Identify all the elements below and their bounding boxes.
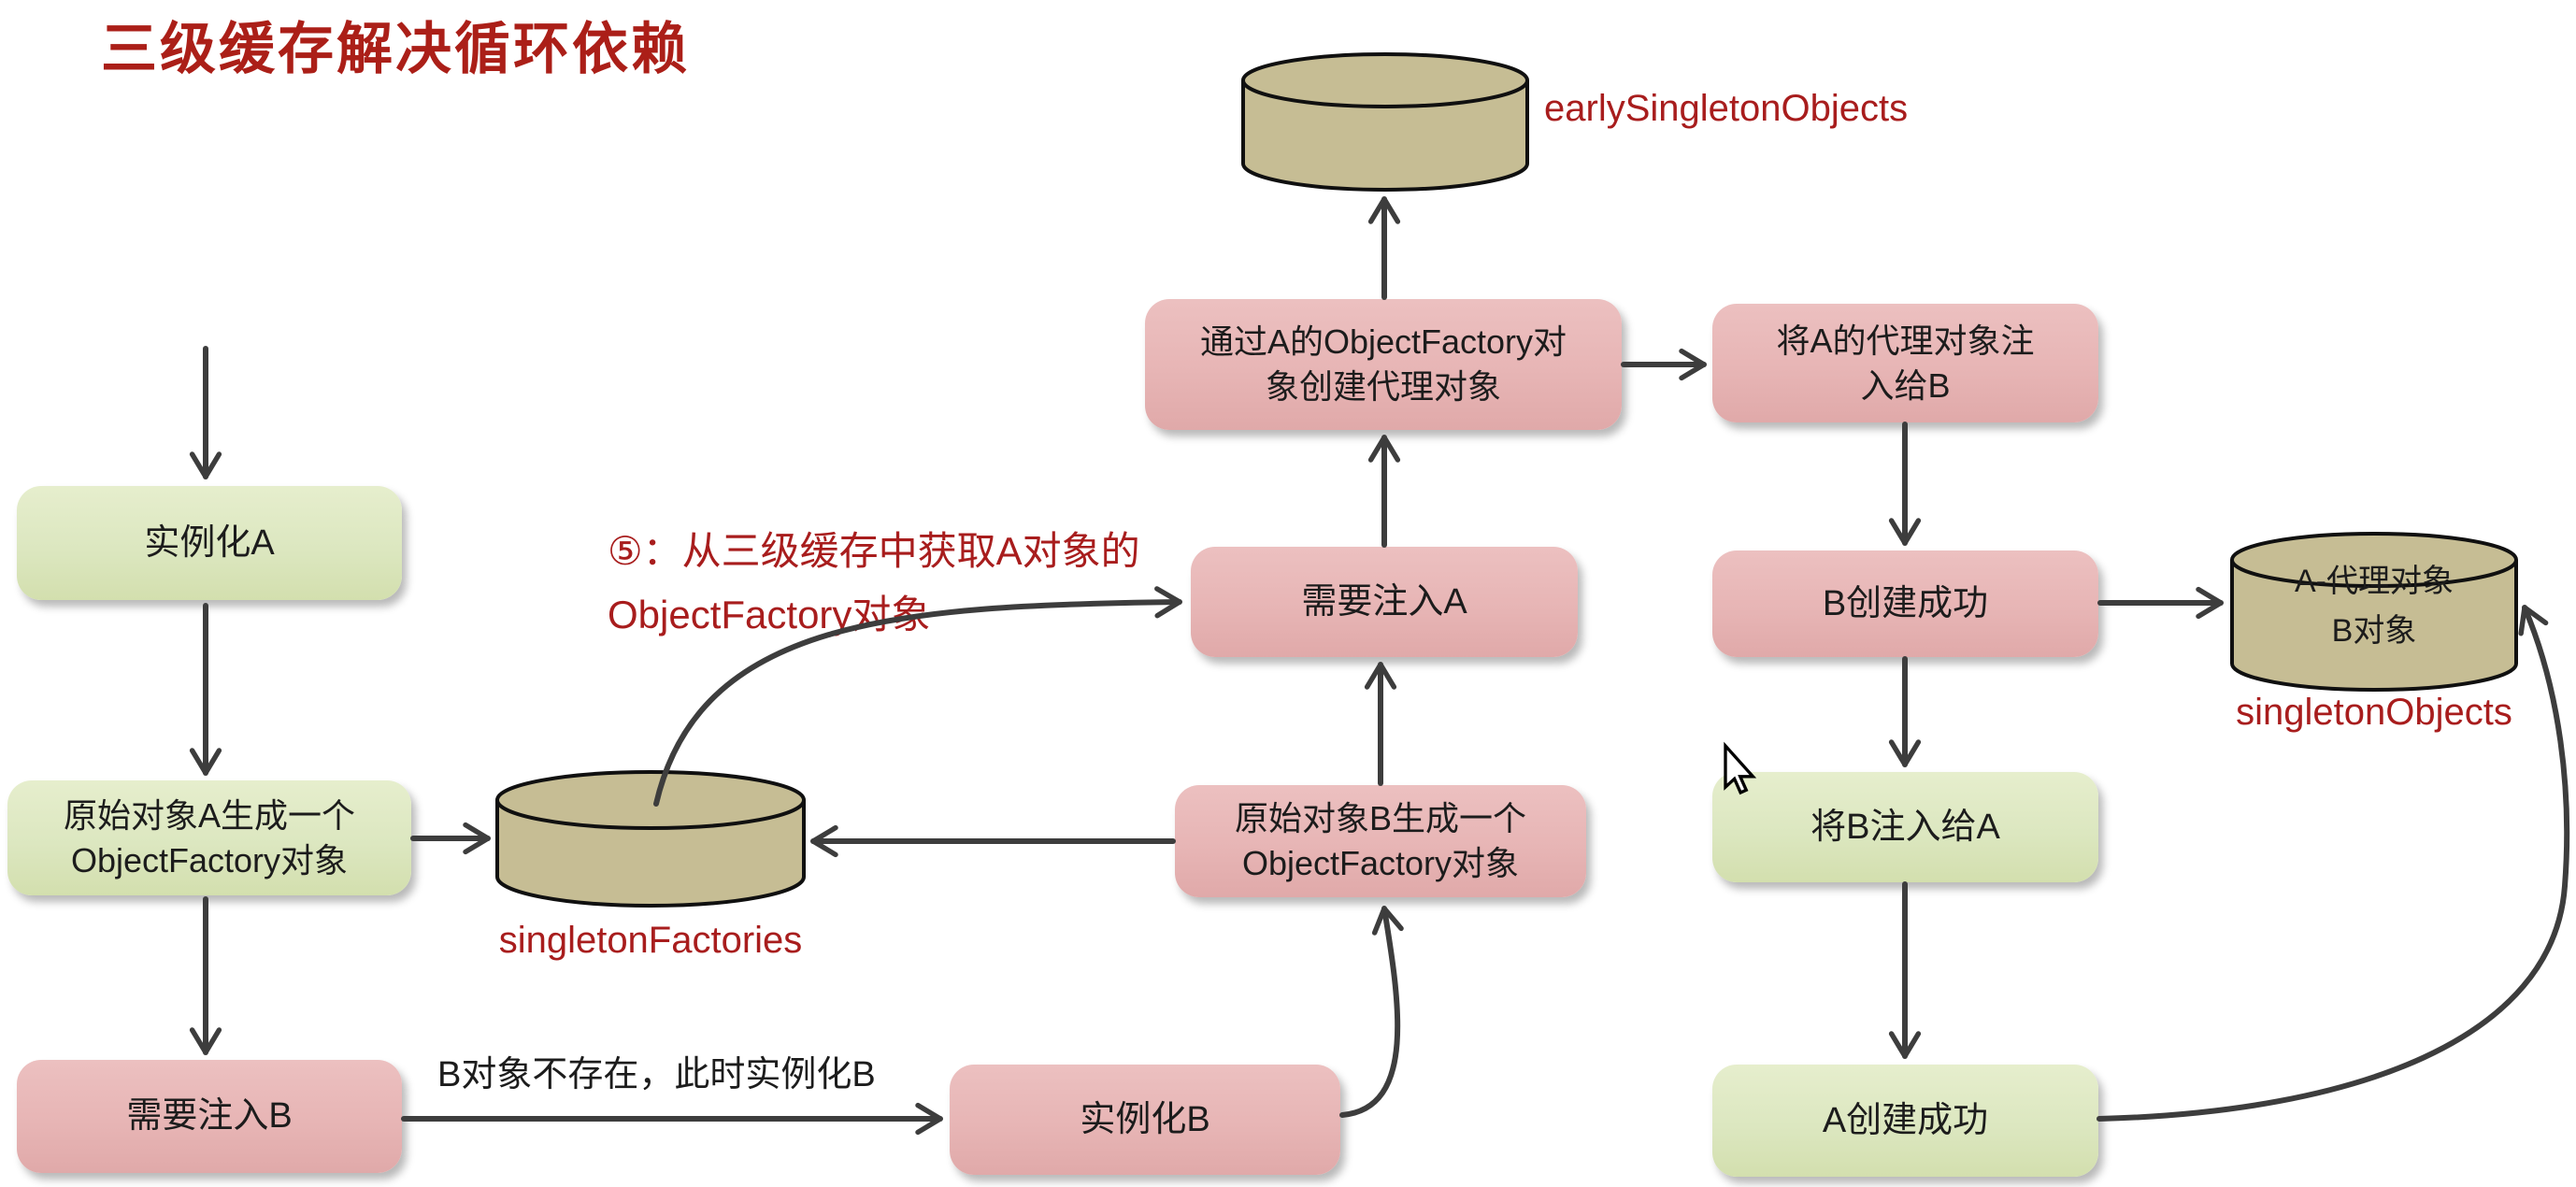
early-singleton-objects-cylinder [1240, 51, 1530, 201]
node-a-created: A创建成功 [1712, 1065, 2098, 1177]
node-need-inject-b: 需要注入B [17, 1060, 402, 1173]
singleton-cache-label: singletonObjects [2236, 692, 2512, 733]
node-create-proxy-via-objectfactory: 通过A的ObjectFactory对 象创建代理对象 [1145, 299, 1622, 430]
early-cache-label: earlySingletonObjects [1544, 88, 1909, 129]
node-instantiate-a: 实例化A [17, 486, 402, 600]
node-inject-b-to-a: 将B注入给A [1712, 772, 2098, 882]
b-not-exist-label: B对象不存在，此时实例化B [437, 1055, 876, 1094]
node-b-created: B创建成功 [1712, 551, 2098, 657]
node-original-a-objectfactory: 原始对象A生成一个 ObjectFactory对象 [7, 780, 411, 895]
arrow-instantiate-b-to-original-b [1339, 906, 1404, 1118]
cylinder-icon [495, 770, 806, 908]
singleton-factories-cylinder [494, 769, 807, 916]
node-inject-a-proxy-to-b: 将A的代理对象注 入给B [1712, 304, 2098, 422]
singleton-cache-contents: A-代理对象 B对象 [2229, 557, 2519, 655]
cache-item-b: B对象 [2331, 612, 2417, 649]
cache-item-a-proxy: A-代理对象 [2295, 564, 2454, 599]
node-need-inject-a: 需要注入A [1191, 547, 1578, 657]
page-title: 三级缓存解决循环依赖 [101, 18, 690, 80]
step5-note: ⑤：从三级缓存中获取A对象的 ObjectFactory对象 [608, 529, 1140, 637]
cylinder-icon [1241, 52, 1529, 192]
factories-cache-label: singletonFactories [498, 920, 803, 961]
node-instantiate-b: 实例化B [950, 1065, 1340, 1175]
node-original-b-objectfactory: 原始对象B生成一个 ObjectFactory对象 [1175, 785, 1586, 897]
